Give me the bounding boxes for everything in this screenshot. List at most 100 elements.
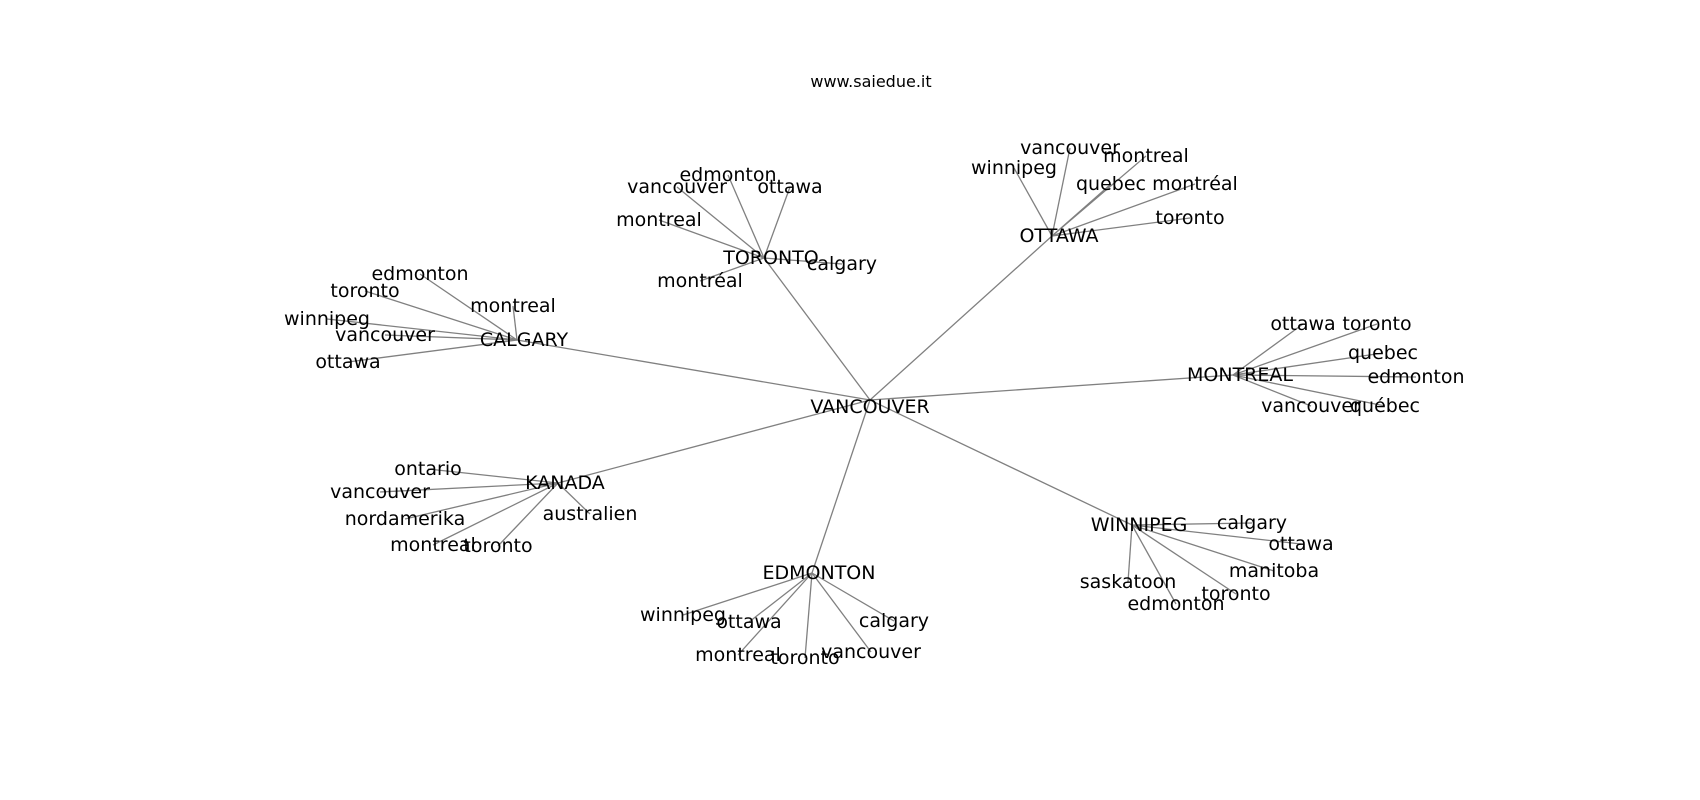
edge-edmonton-leaf <box>804 572 813 659</box>
leaf-node-toronto: montreal <box>616 209 702 231</box>
hub-node-winnipeg: WINNIPEG <box>1091 514 1188 536</box>
leaf-node-montreal: quebec <box>1348 342 1418 364</box>
leaf-node-winnipeg: calgary <box>1217 512 1287 534</box>
edge-root-edmonton <box>811 399 871 574</box>
edge-root-ottawa <box>869 235 1053 401</box>
edge-edmonton-leaf <box>737 572 813 656</box>
edge-ottawa-leaf <box>1051 147 1071 237</box>
leaf-node-montreal: vancouver <box>1261 395 1361 417</box>
leaf-node-ottawa: vancouver <box>1020 137 1120 159</box>
leaf-node-toronto: ottawa <box>757 176 822 198</box>
leaf-node-toronto: calgary <box>807 253 877 275</box>
edge-toronto-leaf <box>676 186 765 259</box>
edge-calgary-leaf <box>347 339 518 363</box>
edge-kanada-leaf <box>404 482 559 520</box>
edge-edmonton-leaf <box>682 572 813 616</box>
edge-root-winnipeg <box>869 399 1133 526</box>
leaf-node-kanada: nordamerika <box>345 508 465 530</box>
edge-toronto-leaf <box>658 219 765 259</box>
leaf-node-kanada: toronto <box>463 535 532 557</box>
leaf-node-kanada: montreal <box>390 534 476 556</box>
leaf-node-winnipeg: edmonton <box>1127 593 1224 615</box>
leaf-node-ottawa: winnipeg <box>971 157 1057 179</box>
edge-root-montreal <box>869 374 1234 401</box>
edge-montreal-leaf <box>1232 374 1312 407</box>
leaf-node-edmonton: calgary <box>859 610 929 632</box>
leaf-node-winnipeg: ottawa <box>1268 533 1333 555</box>
edge-montreal-leaf <box>1232 323 1378 376</box>
site-label: www.saiedue.it <box>810 72 931 91</box>
leaf-node-edmonton: winnipeg <box>640 604 726 626</box>
leaf-node-winnipeg: saskatoon <box>1080 571 1177 593</box>
edge-kanada-leaf <box>497 482 559 547</box>
leaf-node-calgary: toronto <box>330 280 399 302</box>
leaf-node-montreal: toronto <box>1342 313 1411 335</box>
hub-node-montreal: MONTREAL <box>1187 364 1293 386</box>
leaf-node-edmonton: montreal <box>695 644 781 666</box>
edge-root-calgary <box>516 339 871 401</box>
leaf-node-montreal: ottawa <box>1270 313 1335 335</box>
edge-winnipeg-leaf <box>1131 524 1177 605</box>
edge-kanada-leaf <box>427 468 559 484</box>
leaf-node-montreal: québec <box>1350 395 1420 417</box>
edge-edmonton-leaf <box>748 572 813 623</box>
edge-montreal-leaf <box>1232 374 1386 407</box>
leaf-node-kanada: ontario <box>394 458 461 480</box>
leaf-node-calgary: montreal <box>470 295 556 317</box>
edge-kanada-leaf <box>557 482 591 515</box>
leaf-node-ottawa: montréal <box>1152 173 1238 195</box>
edge-ottawa-leaf <box>1051 183 1112 237</box>
edge-winnipeg-leaf <box>1131 524 1237 595</box>
leaf-node-montreal: edmonton <box>1367 366 1464 388</box>
leaf-node-edmonton: ottawa <box>716 611 781 633</box>
edge-calgary-leaf <box>512 305 518 341</box>
leaf-node-toronto: vancouver <box>627 176 727 198</box>
edge-root-toronto <box>763 257 871 401</box>
edge-winnipeg-leaf <box>1131 522 1253 526</box>
hub-node-toronto: TORONTO <box>722 247 819 269</box>
edge-edmonton-leaf <box>811 572 872 653</box>
edge-ottawa-leaf <box>1051 217 1191 237</box>
edge-ottawa-leaf <box>1013 167 1053 237</box>
hub-node-ottawa: OTTAWA <box>1019 225 1098 247</box>
leaf-node-toronto: edmonton <box>679 164 776 186</box>
edge-ottawa-leaf <box>1051 183 1196 237</box>
edge-winnipeg-leaf <box>1131 524 1302 545</box>
edge-winnipeg-leaf <box>1131 524 1275 572</box>
leaf-node-edmonton: vancouver <box>821 641 921 663</box>
labels-layer: www.saiedue.it VANCOUVER TORONTOedmonton… <box>284 72 1465 669</box>
edge-montreal-leaf <box>1232 323 1304 376</box>
edge-toronto-leaf <box>727 174 765 259</box>
edge-calgary-leaf <box>384 334 518 341</box>
edge-toronto-leaf <box>763 186 791 259</box>
edge-montreal-leaf <box>1232 374 1417 378</box>
edge-montreal-leaf <box>1232 352 1384 376</box>
leaf-node-ottawa: toronto <box>1155 207 1224 229</box>
edge-kanada-leaf <box>432 482 559 546</box>
leaf-node-winnipeg: toronto <box>1201 583 1270 605</box>
leaf-node-ottawa: quebec <box>1076 173 1146 195</box>
leaf-node-calgary: winnipeg <box>284 308 370 330</box>
edge-edmonton-leaf <box>811 572 895 622</box>
leaf-node-calgary: ottawa <box>315 351 380 373</box>
leaf-node-edmonton: toronto <box>770 647 839 669</box>
edge-calgary-leaf <box>419 273 518 341</box>
leaf-node-calgary: vancouver <box>335 324 435 346</box>
edge-calgary-leaf <box>326 318 518 341</box>
edges-layer <box>326 147 1417 659</box>
edge-winnipeg-leaf <box>1127 524 1133 583</box>
leaf-node-ottawa: montreal <box>1103 145 1189 167</box>
edge-toronto-leaf <box>763 257 843 265</box>
edge-root-kanada <box>557 399 871 484</box>
leaf-node-kanada: vancouver <box>330 481 430 503</box>
hub-node-edmonton: EDMONTON <box>763 562 876 584</box>
edge-kanada-leaf <box>379 482 559 493</box>
hub-node-calgary: CALGARY <box>480 329 569 351</box>
leaf-node-calgary: edmonton <box>371 263 468 285</box>
leaf-node-toronto: montréal <box>657 270 743 292</box>
leaf-node-kanada: australien <box>543 503 638 525</box>
edge-toronto-leaf <box>699 257 765 282</box>
hub-node-kanada: KANADA <box>525 472 605 494</box>
